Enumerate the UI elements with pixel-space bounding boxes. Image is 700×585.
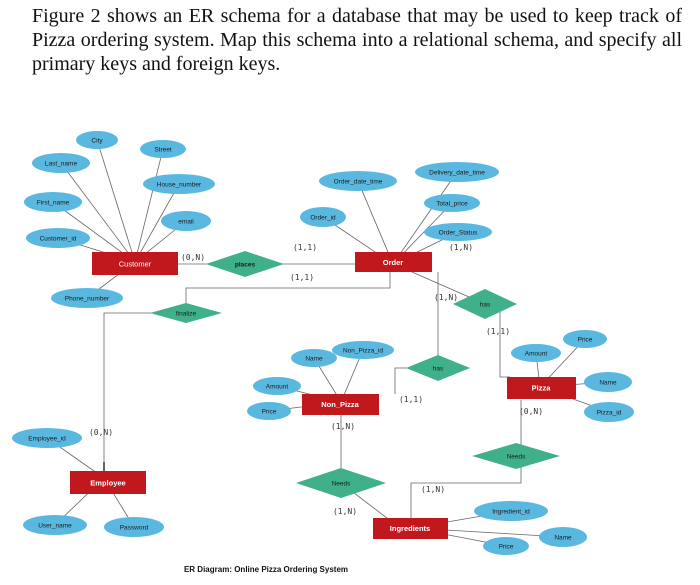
entity-pizza-label: Pizza <box>532 384 552 393</box>
card-customer-places: (0,N) <box>181 253 205 262</box>
attr-delivery-date-time: Delivery_date_time <box>415 162 499 182</box>
entity-order-label: Order <box>383 258 404 267</box>
attr-email-label: email <box>178 219 194 226</box>
rel-needs-non-pizza-label: Needs <box>332 481 352 488</box>
attr-order-id: Order_id <box>300 207 346 227</box>
attr-non-pizza-id: Non_Pizza_id <box>332 341 394 359</box>
card-nonpizza-has: (1,1) <box>399 395 423 404</box>
entity-ingredients: Ingredients <box>373 518 448 539</box>
card-ingredients-needs-nonpizza: (1,N) <box>333 507 357 516</box>
attr-pizza-name-label: Name <box>599 380 617 387</box>
rel-places: places <box>206 251 284 277</box>
attr-pizza-id: Pizza_id <box>584 402 634 422</box>
attr-ingredient-name-label: Name <box>554 535 572 542</box>
attr-pizza-amount: Amount <box>511 344 561 362</box>
attr-house-number-label: House_number <box>157 182 202 189</box>
rel-finalize-label: finalize <box>176 311 197 318</box>
attr-email: email <box>161 211 211 231</box>
question-text: Figure 2 shows an ER schema for a databa… <box>32 5 682 75</box>
attr-non-pizza-price: Price <box>247 402 291 420</box>
entity-pizza: Pizza <box>507 377 576 399</box>
attr-non-pizza-price-label: Price <box>262 409 277 416</box>
attr-non-pizza-id-label: Non_Pizza_id <box>343 348 383 355</box>
attr-customer-id: Customer_id <box>26 228 90 248</box>
rel-places-label: places <box>235 262 256 269</box>
entity-customer: Customer <box>92 252 178 275</box>
attr-password-label: Password <box>120 525 149 532</box>
attr-user-name: User_name <box>23 515 87 535</box>
attr-non-pizza-name-label: Name <box>305 356 323 363</box>
attr-ingredient-price-label: Price <box>499 544 514 551</box>
rel-has-pizza: has <box>453 289 517 319</box>
attr-first-name-label: First_name <box>37 200 70 207</box>
attr-total-price: Total_price <box>424 194 480 212</box>
attr-pizza-name: Name <box>584 372 632 392</box>
attr-pizza-price: Price <box>563 330 607 348</box>
rel-has-non-pizza-label: has <box>433 366 444 373</box>
attr-employee-id-label: Employee_id <box>28 436 66 443</box>
entity-non-pizza: Non_Pizza <box>302 394 379 415</box>
attr-phone-number-label: Phone_number <box>65 296 110 303</box>
attr-order-date-time-label: Order_date_time <box>334 179 383 186</box>
rel-needs-non-pizza: Needs <box>296 468 386 498</box>
rel-needs-pizza-label: Needs <box>507 454 527 461</box>
attr-delivery-date-time-label: Delivery_date_time <box>429 170 485 177</box>
card-employee-finalize: (0,N) <box>89 428 113 437</box>
attr-ingredient-id: Ingredient_id <box>474 501 548 521</box>
card-order-places: (1,1) <box>293 243 317 252</box>
attr-non-pizza-amount-label: Amount <box>266 384 289 391</box>
entity-employee: Employee <box>70 471 146 494</box>
card-order-finalize: (1,1) <box>290 273 314 282</box>
card-nonpizza-needs: (1,N) <box>331 422 355 431</box>
card-pizza-has: (1,1) <box>486 327 510 336</box>
attr-employee-id: Employee_id <box>12 428 82 448</box>
attr-order-status-label: Order_Status <box>439 230 478 237</box>
attr-ingredient-name: Name <box>539 527 587 547</box>
attr-phone-number: Phone_number <box>51 288 123 308</box>
diagram-caption: ER Diagram: Online Pizza Ordering System <box>184 565 348 574</box>
rel-has-pizza-label: has <box>480 302 491 309</box>
attr-non-pizza-name: Name <box>291 349 337 367</box>
entity-customer-label: Customer <box>119 260 152 269</box>
attr-street-label: Street <box>154 147 172 154</box>
attr-order-date-time: Order_date_time <box>319 171 397 191</box>
card-pizza-needs: (0,N) <box>519 407 543 416</box>
entity-non-pizza-label: Non_Pizza <box>321 400 359 409</box>
attr-user-name-label: User_name <box>38 523 72 530</box>
rel-finalize: finalize <box>150 303 222 323</box>
entity-employee-label: Employee <box>90 479 125 488</box>
attr-pizza-amount-label: Amount <box>525 351 548 358</box>
attr-ingredient-price: Price <box>483 537 529 555</box>
attr-pizza-price-label: Price <box>578 337 593 344</box>
attr-pizza-id-label: Pizza_id <box>597 410 622 417</box>
attr-order-status: Order_Status <box>424 223 492 241</box>
attr-ingredient-id-label: Ingredient_id <box>492 509 530 516</box>
attr-order-id-label: Order_id <box>310 215 336 222</box>
attr-last-name: Last_name <box>32 153 90 173</box>
attr-password: Password <box>104 517 164 537</box>
entity-order: Order <box>355 252 432 272</box>
card-order-has-nonpizza: (1,N) <box>434 293 458 302</box>
attr-first-name: First_name <box>24 192 82 212</box>
entity-ingredients-label: Ingredients <box>390 524 430 533</box>
attr-total-price-label: Total_price <box>436 201 468 208</box>
card-order-has-pizza: (1,N) <box>449 243 473 252</box>
attr-customer-id-label: Customer_id <box>40 236 77 243</box>
attr-non-pizza-amount: Amount <box>253 377 301 395</box>
card-ingredients-needs-pizza: (1,N) <box>421 485 445 494</box>
attr-city: City <box>76 131 118 149</box>
attr-city-label: City <box>91 138 103 145</box>
attr-street: Street <box>140 140 186 158</box>
attr-house-number: House_number <box>143 174 215 194</box>
rel-has-non-pizza: has <box>406 355 470 381</box>
attr-last-name-label: Last_name <box>45 161 78 168</box>
rel-needs-pizza: Needs <box>472 443 560 469</box>
